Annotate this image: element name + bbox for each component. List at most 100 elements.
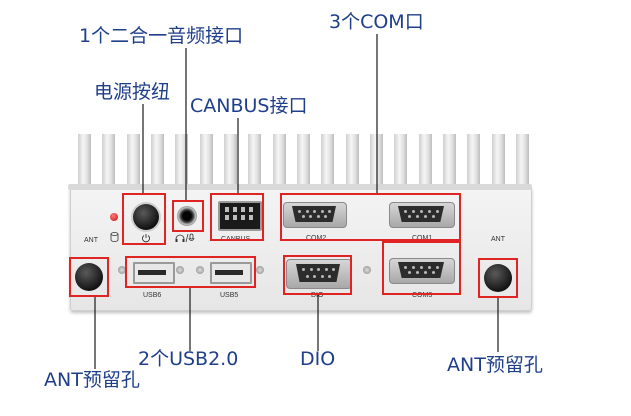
heatsink-fin [516,134,529,188]
heatsink-fin [443,134,456,188]
power-button-highlight [122,193,166,245]
headset-mic-icon [175,233,195,243]
screw-icon [196,266,204,274]
heatsink-fin [224,134,237,188]
db9-pin [404,210,407,213]
chassis-top-edge [68,184,532,190]
db9-pin [305,210,309,213]
heatsink-fin [491,134,505,188]
power-icon [142,234,150,243]
screw-icon [118,266,126,274]
canbus-pin [249,215,253,220]
db9-pin [313,275,317,278]
dio-label: DIO [311,292,324,299]
heatsink-fin [272,134,286,188]
db9-pin [416,215,419,218]
db9-pin [306,275,309,278]
heatsink-fin [199,134,213,188]
db9-pin [404,266,407,269]
db9-pin [424,271,427,274]
heatsink-fin [102,134,116,188]
canbus-pin [241,215,245,220]
usb-highlight [125,256,256,288]
db9-pin [309,215,313,218]
db9-pin [424,215,427,218]
db9-pin [432,215,435,218]
db9-pin [317,268,320,271]
com3-shell [398,262,444,278]
canbus-pin [225,207,229,212]
db9-pin [332,268,335,271]
db9-pin [302,268,305,271]
db9-pin [412,266,415,269]
heatsink-fin [297,134,310,188]
ant-right-callout: ANT预留孔 [447,354,543,376]
screw-icon [363,266,371,274]
db9-pin [428,266,431,269]
com2-label: COM2 [306,235,327,242]
canbus-pin [225,215,229,220]
ant-left-highlight [69,257,109,297]
com1-label: COM1 [412,235,433,242]
db9-pin [320,275,324,278]
heatsink-fin [78,134,91,188]
dio-callout: DIO [300,348,336,370]
db9-pin [320,210,324,213]
storage-icon [110,232,119,242]
heatsink-fin [394,134,408,188]
power-led [110,213,118,221]
com-top-highlight [280,193,461,241]
db9-pin [428,210,431,213]
canbus-pin [249,207,253,212]
power-callout: 电源按纽 [94,81,171,103]
canbus-pin [241,207,245,212]
canbus-connector[interactable] [218,201,262,231]
db9-pin [328,275,331,278]
audio-jack[interactable] [177,206,197,226]
db9-pin [324,215,327,218]
db9-pin [408,271,411,274]
usb6-tongue [138,270,166,275]
heatsink-fin [418,134,432,188]
canbus-highlight [210,193,264,241]
db9-pin [420,266,423,269]
db9-pin [436,210,439,213]
com-callout: 3个COM口 [329,11,424,33]
canbus-pin [233,207,237,212]
db9-pin [324,268,328,271]
ant-right-hole [484,264,512,292]
com3-highlight [382,241,461,295]
ant-left-label: ANT [84,237,98,244]
usb-callout: 2个USB2.0 [138,348,239,370]
db9-pin [298,210,301,213]
usb6-label: USB6 [143,292,162,299]
heatsink-fin [467,134,481,188]
screw-icon [176,266,184,274]
ant-right-label: ANT [491,236,505,243]
com3-label: COM3 [412,292,433,299]
db9-pin [302,215,305,218]
audio-callout: 1个二合一音频接口 [79,25,244,47]
heatsink-fin [175,134,189,188]
usb5-tongue [215,270,243,275]
com1-shell [398,206,444,222]
canbus-pin [233,215,237,220]
com2-shell [292,206,336,222]
db9-pin [412,210,415,213]
db9-pin [313,210,316,213]
db9-pin [309,268,313,271]
screw-icon [256,266,264,274]
heatsink-fin [321,134,335,188]
audio-jack-highlight [172,200,204,232]
db9-pin [316,215,320,218]
power-button[interactable] [133,204,159,230]
db9-pin [436,266,439,269]
db9-pin [432,271,435,274]
ant-left-hole [75,263,103,291]
ant-right-highlight [478,258,518,298]
heatsink-fin [151,134,164,188]
db9-pin [416,271,419,274]
dio-highlight [283,255,352,295]
ant-left-callout: ANT预留孔 [44,369,140,391]
heatsink-fin [126,134,140,188]
